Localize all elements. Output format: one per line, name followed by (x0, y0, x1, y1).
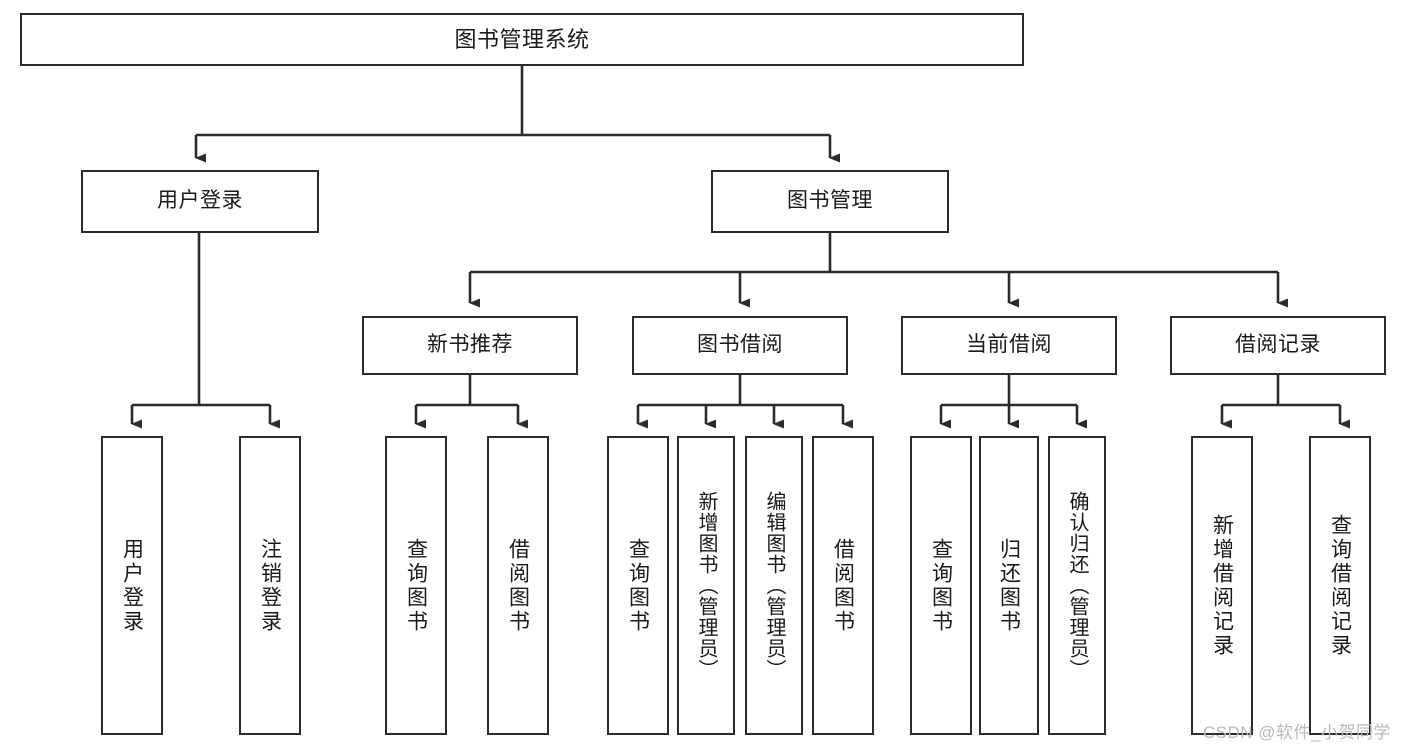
leaf-borrow-edit[interactable]: 编辑图书（管理员） (745, 436, 803, 735)
node-borrow-records[interactable]: 借阅记录 (1170, 316, 1386, 375)
node-current-borrow-label: 当前借阅 (966, 333, 1052, 357)
leaf-current-confirm[interactable]: 确认归还（管理员） (1048, 436, 1106, 735)
node-book-borrow-label: 图书借阅 (697, 333, 783, 357)
node-book-borrow[interactable]: 图书借阅 (632, 316, 848, 375)
leaf-current-query[interactable]: 查询图书 (910, 436, 972, 735)
leaf-user-logout[interactable]: 注销登录 (239, 436, 301, 735)
leaf-borrow-lend-label: 借阅图书 (831, 537, 855, 634)
leaf-newbook-query-label: 查询图书 (404, 537, 428, 634)
leaf-user-login[interactable]: 用户登录 (101, 436, 163, 735)
node-user-login[interactable]: 用户登录 (81, 170, 319, 233)
leaf-user-logout-label: 注销登录 (258, 537, 282, 634)
leaf-borrow-add-label: 新增图书（管理员） (695, 491, 717, 680)
leaf-borrow-query[interactable]: 查询图书 (607, 436, 669, 735)
leaf-records-query[interactable]: 查询借阅记录 (1309, 436, 1371, 735)
leaf-current-confirm-label: 确认归还（管理员） (1066, 491, 1088, 680)
leaf-current-query-label: 查询图书 (929, 537, 953, 634)
leaf-borrow-edit-label: 编辑图书（管理员） (763, 491, 785, 680)
leaf-borrow-add[interactable]: 新增图书（管理员） (677, 436, 735, 735)
node-new-book-recommend-label: 新书推荐 (427, 333, 513, 357)
node-current-borrow[interactable]: 当前借阅 (901, 316, 1117, 375)
leaf-borrow-lend[interactable]: 借阅图书 (812, 436, 874, 735)
node-root[interactable]: 图书管理系统 (20, 13, 1024, 66)
node-new-book-recommend[interactable]: 新书推荐 (362, 316, 578, 375)
leaf-borrow-query-label: 查询图书 (626, 537, 650, 634)
leaf-user-login-label: 用户登录 (120, 537, 144, 634)
leaf-newbook-borrow[interactable]: 借阅图书 (487, 436, 549, 735)
node-user-login-label: 用户登录 (157, 189, 243, 213)
leaf-records-query-label: 查询借阅记录 (1328, 513, 1352, 658)
leaf-newbook-query[interactable]: 查询图书 (385, 436, 447, 735)
leaf-records-add[interactable]: 新增借阅记录 (1191, 436, 1253, 735)
node-book-management[interactable]: 图书管理 (711, 170, 949, 233)
leaf-current-return-label: 归还图书 (997, 537, 1021, 634)
leaf-current-return[interactable]: 归还图书 (979, 436, 1039, 735)
leaf-records-add-label: 新增借阅记录 (1210, 513, 1234, 658)
node-book-management-label: 图书管理 (787, 189, 873, 213)
node-borrow-records-label: 借阅记录 (1235, 333, 1321, 357)
node-root-label: 图书管理系统 (454, 26, 590, 52)
leaf-newbook-borrow-label: 借阅图书 (506, 537, 530, 634)
